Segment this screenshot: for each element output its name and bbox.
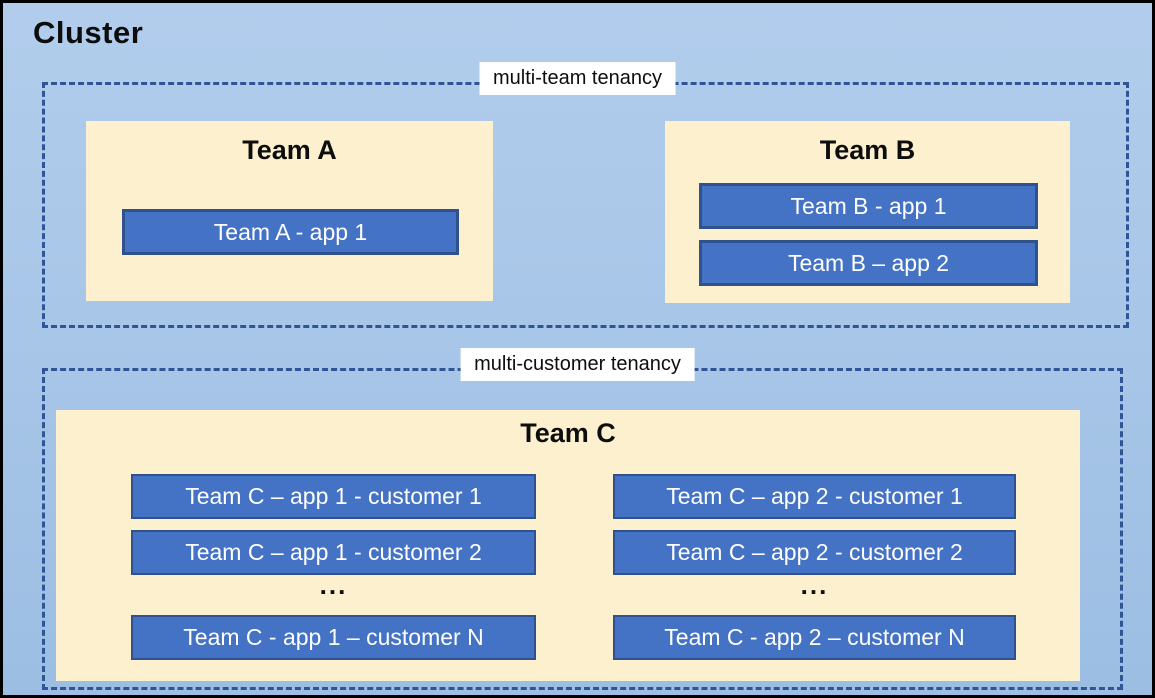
team-c-app1-customer-2-box: Team C – app 1 - customer 2 — [131, 530, 536, 575]
multi-team-tenancy-label: multi-team tenancy — [479, 62, 676, 95]
team-b-card: Team B Team B - app 1 Team B – app 2 — [665, 121, 1070, 303]
team-c-app1-customer-n-box: Team C - app 1 – customer N — [131, 615, 536, 660]
multi-customer-tenancy-label: multi-customer tenancy — [460, 348, 695, 381]
team-a-card: Team A Team A - app 1 — [86, 121, 493, 301]
team-a-app-1-box: Team A - app 1 — [122, 209, 459, 255]
team-c-app1-customer-1-box: Team C – app 1 - customer 1 — [131, 474, 536, 519]
team-c-app2-customer-2-box: Team C – app 2 - customer 2 — [613, 530, 1016, 575]
team-c-title: Team C — [520, 418, 616, 448]
team-c-app2-ellipsis: ... — [800, 570, 829, 600]
team-b-app-2-box: Team B – app 2 — [699, 240, 1038, 286]
team-c-card: Team C Team C – app 1 - customer 1 Team … — [56, 410, 1080, 681]
team-c-app2-customer-n-box: Team C - app 2 – customer N — [613, 615, 1016, 660]
team-c-app1-ellipsis: ... — [319, 570, 348, 600]
cluster-title: Cluster — [33, 15, 144, 50]
team-b-title: Team B — [819, 135, 916, 165]
team-c-app2-customer-1-box: Team C – app 2 - customer 1 — [613, 474, 1016, 519]
team-b-app-1-box: Team B - app 1 — [699, 183, 1038, 229]
team-a-title: Team A — [242, 135, 337, 165]
